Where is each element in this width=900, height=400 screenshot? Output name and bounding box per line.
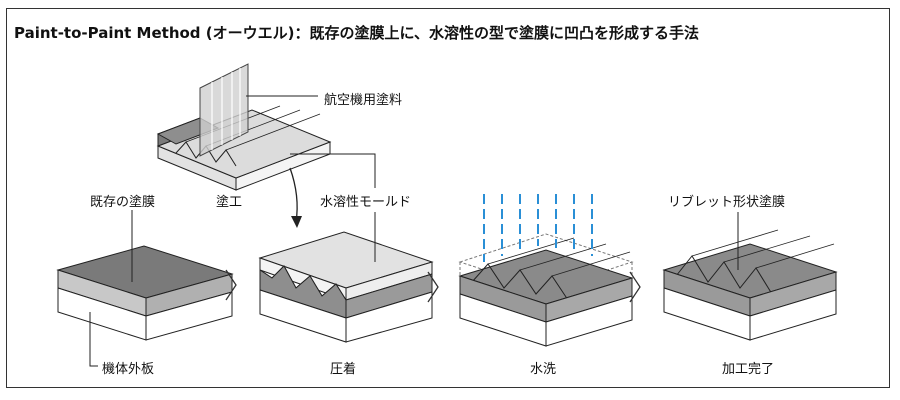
label-coating-step: 塗工 — [216, 195, 243, 210]
down-arrow — [289, 167, 298, 223]
chevron-right-icon — [225, 269, 237, 301]
panel-water-wash — [458, 194, 634, 347]
label-water-soluble-mold: 水溶性モールド — [320, 195, 412, 210]
label-fuselage-skin: 機体外板 — [102, 362, 155, 377]
chevron-right-icon — [629, 271, 641, 303]
coating-step-illustration — [156, 63, 332, 191]
label-riblet-coating: リブレット形状塗膜 — [668, 195, 786, 210]
leader-line-mold — [290, 153, 376, 188]
label-complete: 加工完了 — [722, 362, 775, 377]
panel-complete — [662, 212, 838, 341]
down-arrow-head — [291, 216, 302, 228]
label-existing-coating: 既存の塗膜 — [90, 195, 156, 210]
panel-pressing — [258, 212, 434, 343]
chevron-right-icon — [427, 271, 439, 303]
label-aviation-paint: 航空機用塗料 — [324, 93, 403, 108]
diagram-frame — [6, 8, 890, 388]
label-pressing: 圧着 — [330, 362, 357, 377]
label-water-wash: 水洗 — [530, 362, 557, 377]
panel-existing-coating — [56, 210, 234, 367]
diagram-title: Paint-to-Paint Method (オーウエル)：既存の塗膜上に、水溶… — [14, 24, 700, 42]
water-spray-lines — [483, 194, 593, 262]
